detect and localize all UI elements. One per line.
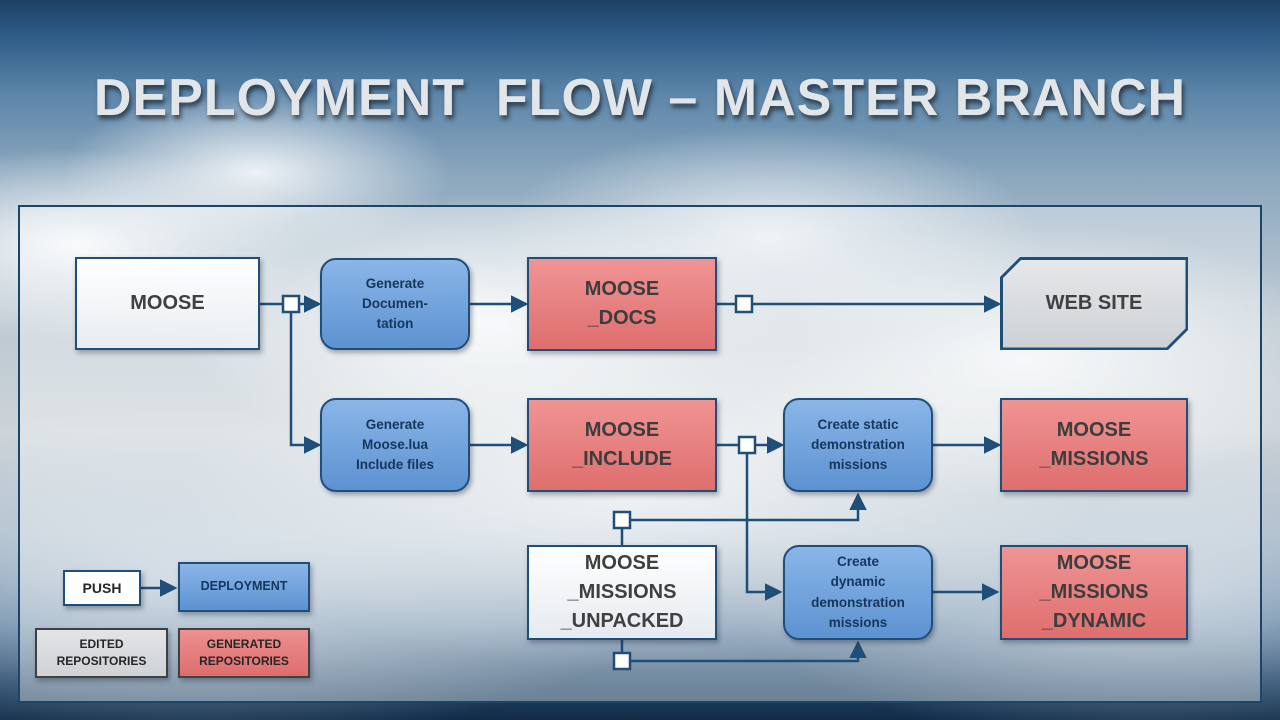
node-moose-missions-dynamic-label: MOOSE _MISSIONS _DYNAMIC [1039, 552, 1149, 632]
node-web-site-inner: WEB SITE [1003, 260, 1186, 348]
legend-deployment: DEPLOYMENT [178, 562, 310, 612]
connection-point-unpacked-top [612, 510, 632, 530]
node-generate-include-label: Generate Moose.lua Include files [355, 416, 435, 473]
connection-point-docs [734, 294, 754, 314]
node-create-static-label: Create static demonstration missions [811, 416, 905, 473]
node-generate-documentation-label: Generate Documen- tation [361, 275, 428, 332]
connection-point-unpacked-bottom [612, 651, 632, 671]
connection-point-include [737, 435, 757, 455]
legend-edited-repositories: EDITED REPOSITORIES [35, 628, 168, 678]
node-moose: MOOSE [75, 257, 260, 350]
node-moose-missions: MOOSE _MISSIONS [1000, 398, 1188, 492]
node-create-static: Create static demonstration missions [783, 398, 933, 492]
node-generate-include: Generate Moose.lua Include files [320, 398, 470, 492]
legend-generated-repositories: GENERATED REPOSITORIES [178, 628, 310, 678]
connection-point-moose [281, 294, 301, 314]
slide-title: DEPLOYMENT FLOW – MASTER BRANCH [93, 69, 1187, 127]
node-create-dynamic: Create dynamic demonstration missions [783, 545, 933, 640]
node-moose-missions-unpacked-label: MOOSE _MISSIONS _UNPACKED [560, 552, 684, 632]
node-moose-missions-label: MOOSE _MISSIONS [1039, 419, 1149, 470]
legend-push-label: PUSH [82, 580, 122, 596]
node-web-site-label: WEB SITE [1045, 292, 1143, 314]
connector-unpacked-to-create-static [620, 492, 867, 545]
legend-push: PUSH [63, 570, 141, 606]
connector-moose-include-to-create-dynamic [745, 445, 783, 601]
legend-deployment-label: DEPLOYMENT [200, 579, 288, 594]
connector-unpacked-to-create-dynamic [620, 640, 867, 663]
legend-generated-repositories-label: GENERATED REPOSITORIES [199, 637, 289, 668]
node-moose-include-label: MOOSE _INCLUDE [571, 419, 672, 470]
node-create-dynamic-label: Create dynamic demonstration missions [811, 554, 905, 630]
node-generate-documentation: Generate Documen- tation [320, 258, 470, 350]
connector-moose-to-generate-include [289, 304, 322, 454]
node-moose-include: MOOSE _INCLUDE [527, 398, 717, 492]
node-web-site: WEB SITE [1000, 257, 1188, 350]
node-moose-docs-label: MOOSE _DOCS [584, 278, 660, 329]
node-moose-missions-dynamic: MOOSE _MISSIONS _DYNAMIC [1000, 545, 1188, 640]
node-moose-missions-unpacked: MOOSE _MISSIONS _UNPACKED [527, 545, 717, 640]
node-moose-label: MOOSE [130, 292, 205, 314]
legend-edited-repositories-label: EDITED REPOSITORIES [56, 637, 147, 668]
node-moose-docs: MOOSE _DOCS [527, 257, 717, 351]
